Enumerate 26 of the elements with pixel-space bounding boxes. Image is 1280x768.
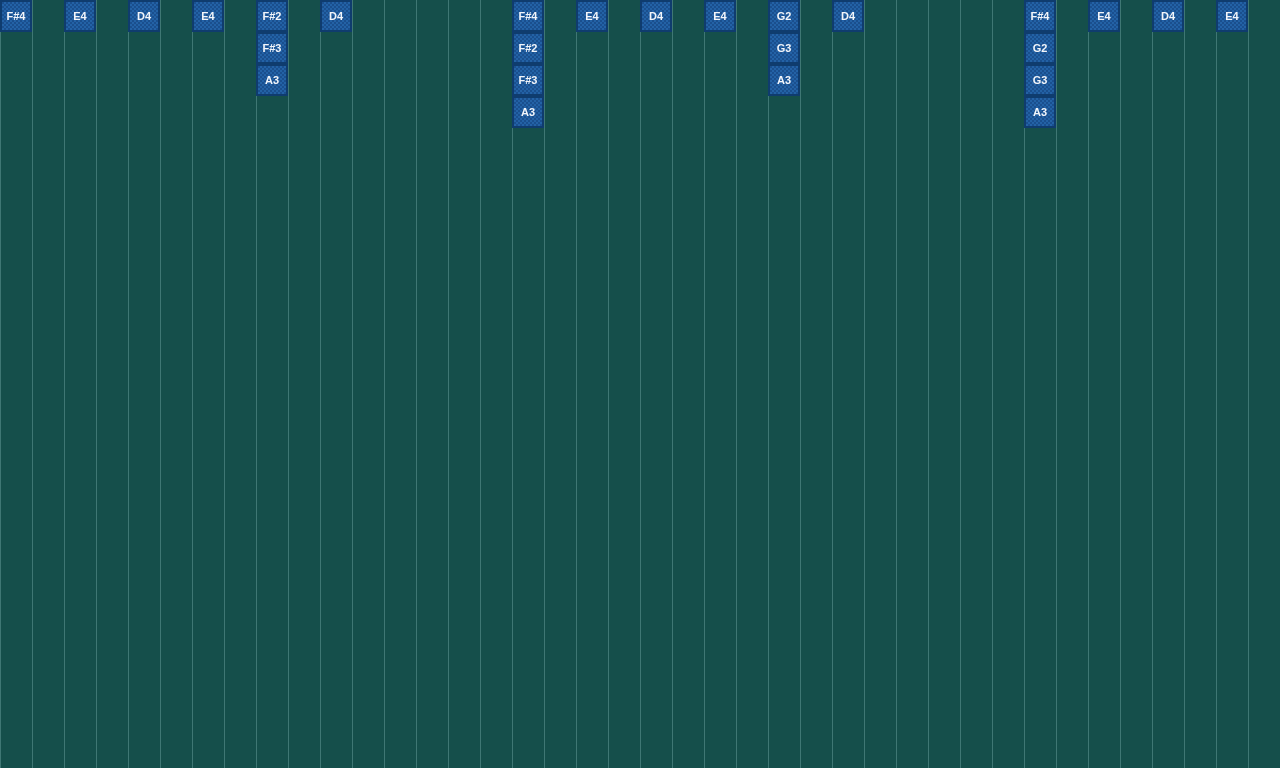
- note-block: G3: [768, 32, 800, 64]
- note-block: G2: [1024, 32, 1056, 64]
- note-block: E4: [1216, 0, 1248, 32]
- note-block: A3: [256, 64, 288, 96]
- note-block: A3: [1024, 96, 1056, 128]
- note-block: A3: [768, 64, 800, 96]
- note-block: F#2: [512, 32, 544, 64]
- note-block: F#4: [0, 0, 32, 32]
- note-block: D4: [640, 0, 672, 32]
- note-block: F#4: [512, 0, 544, 32]
- note-block: D4: [320, 0, 352, 32]
- note-block: E4: [1088, 0, 1120, 32]
- note-block: E4: [192, 0, 224, 32]
- note-block: G3: [1024, 64, 1056, 96]
- note-block: D4: [128, 0, 160, 32]
- note-block: E4: [64, 0, 96, 32]
- note-block: F#4: [1024, 0, 1056, 32]
- note-block: E4: [704, 0, 736, 32]
- note-block: E4: [576, 0, 608, 32]
- note-block: A3: [512, 96, 544, 128]
- note-block: F#3: [256, 32, 288, 64]
- note-block: G2: [768, 0, 800, 32]
- note-block: D4: [1152, 0, 1184, 32]
- note-block: D4: [832, 0, 864, 32]
- note-block: F#2: [256, 0, 288, 32]
- note-block: F#3: [512, 64, 544, 96]
